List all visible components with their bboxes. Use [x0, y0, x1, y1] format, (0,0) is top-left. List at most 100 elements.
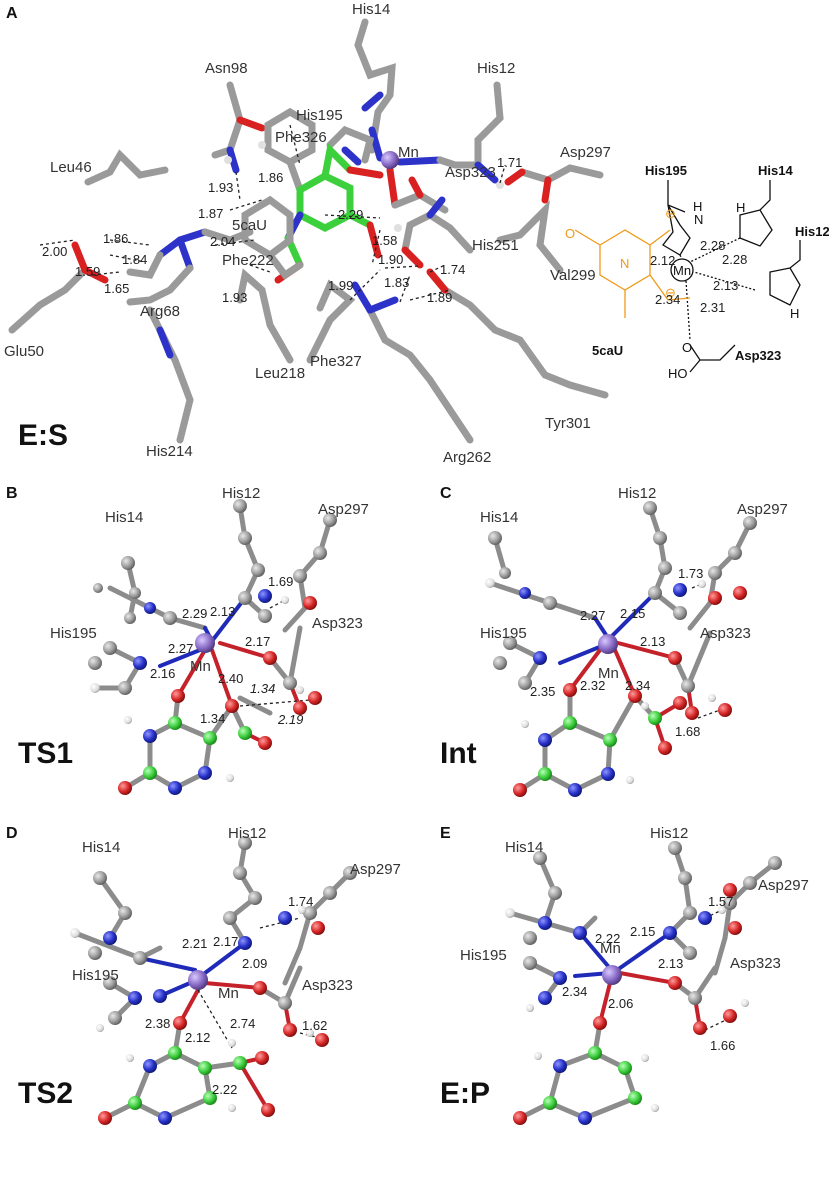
label-d-asp297: Asp297 — [350, 861, 401, 878]
label-leu46: Leu46 — [50, 159, 92, 176]
label-5cau: 5caU — [232, 217, 267, 234]
panel-b: B TS1 — [6, 485, 369, 795]
dist-a-6: 1.58 — [372, 233, 397, 248]
dist-d-4: 2.09 — [242, 956, 267, 971]
label-c-his195: His195 — [480, 625, 527, 642]
scheme-dist-2: 2.28 — [700, 238, 725, 253]
panel-letter-e: E — [440, 825, 451, 842]
label-e-his195: His195 — [460, 947, 507, 964]
dist-d-6: 2.12 — [185, 1030, 210, 1045]
state-label-ts2: TS2 — [18, 1077, 73, 1110]
dist-b-7: 2.40 — [218, 671, 243, 686]
dist-e-4: 2.13 — [658, 956, 683, 971]
dist-a-10: 2.00 — [42, 244, 67, 259]
label-his12: His12 — [477, 60, 515, 77]
ball-stick-d — [70, 836, 357, 1125]
dist-a-1: 1.93 — [208, 180, 233, 195]
label-his14: His14 — [352, 1, 390, 18]
label-d-asp323: Asp323 — [302, 977, 353, 994]
label-d-his12: His12 — [228, 825, 266, 842]
dist-e-2: 2.22 — [595, 931, 620, 946]
scheme-his14: His14 — [758, 163, 793, 178]
dist-a-8: 1.86 — [103, 231, 128, 246]
label-e-his12: His12 — [650, 825, 688, 842]
residue-labels-a: His14 Asn98 His12 His195 Phe326 Mn Asp29… — [4, 1, 611, 466]
label-arg262: Arg262 — [443, 449, 491, 466]
label-phe222: Phe222 — [222, 252, 274, 269]
dist-e-3: 2.15 — [630, 924, 655, 939]
dist-b-4: 2.17 — [245, 634, 270, 649]
dist-d-5: 2.38 — [145, 1016, 170, 1031]
scheme-h-2: H — [736, 200, 745, 215]
ball-stick-b — [88, 499, 337, 795]
distances-a: 1.93 1.86 1.71 1.87 2.29 1.58 2.04 1.86 … — [42, 155, 522, 305]
dist-b-1: 1.69 — [268, 574, 293, 589]
dist-c-6: 2.32 — [580, 678, 605, 693]
dist-c-2: 2.27 — [580, 608, 605, 623]
label-d-mn: Mn — [218, 985, 239, 1002]
scheme-mn: Mn — [673, 263, 691, 278]
dist-a-5: 2.29 — [338, 207, 363, 222]
label-e-mn: Mn — [600, 940, 621, 957]
label-b-his14: His14 — [105, 509, 143, 526]
scheme-dist-6: 2.31 — [700, 300, 725, 315]
label-e-asp323: Asp323 — [730, 955, 781, 972]
scheme-dist-3: 2.28 — [722, 252, 747, 267]
label-phe326: Phe326 — [275, 129, 327, 146]
panel-d: D TS2 — [6, 825, 401, 1125]
scheme-n-urac: N — [620, 256, 629, 271]
label-val299: Val299 — [550, 267, 596, 284]
scheme-dist-5: 2.34 — [655, 292, 680, 307]
dist-b-2: 2.29 — [182, 606, 207, 621]
scheme-charge-2: ⊖ — [665, 285, 676, 300]
dist-a-12: 1.65 — [104, 281, 129, 296]
label-e-asp297: Asp297 — [758, 877, 809, 894]
dist-a-13: 1.93 — [222, 290, 247, 305]
state-label-int: Int — [440, 737, 477, 770]
label-his251: His251 — [472, 237, 519, 254]
label-his195: His195 — [296, 107, 343, 124]
label-asp323: Asp323 — [445, 164, 496, 181]
label-c-asp297: Asp297 — [737, 501, 788, 518]
dist-e-5: 2.34 — [562, 984, 587, 999]
dist-a-15: 1.99 — [328, 278, 353, 293]
dist-b-8: 1.34 — [250, 681, 275, 696]
dist-b-5: 2.27 — [168, 641, 193, 656]
panel-c: C Int — [440, 485, 788, 797]
label-b-asp323: Asp323 — [312, 615, 363, 632]
label-b-mn: Mn — [190, 658, 211, 675]
label-e-his14: His14 — [505, 839, 543, 856]
label-c-his12: His12 — [618, 485, 656, 502]
panel-a: A E:S — [4, 1, 829, 466]
dist-e-7: 1.66 — [710, 1038, 735, 1053]
dist-c-7: 2.34 — [625, 678, 650, 693]
panel-letter-d: D — [6, 825, 18, 842]
state-label-ep: E:P — [440, 1077, 490, 1110]
label-c-asp323: Asp323 — [700, 625, 751, 642]
dist-a-16: 1.83 — [384, 275, 409, 290]
panel-letter-b: B — [6, 485, 18, 502]
label-glu50: Glu50 — [4, 343, 44, 360]
label-arg68: Arg68 — [140, 303, 180, 320]
dist-e-1: 1.57 — [708, 894, 733, 909]
label-d-his14: His14 — [82, 839, 120, 856]
ball-stick-c — [485, 501, 757, 797]
label-asp297: Asp297 — [560, 144, 611, 161]
label-c-his14: His14 — [480, 509, 518, 526]
state-label-ts1: TS1 — [18, 737, 73, 770]
dist-e-6: 2.06 — [608, 996, 633, 1011]
dist-d-1: 1.74 — [288, 894, 313, 909]
dist-a-7: 2.04 — [210, 234, 235, 249]
dist-c-8: 1.68 — [675, 724, 700, 739]
label-his214: His214 — [146, 443, 193, 460]
dist-b-6: 2.16 — [150, 666, 175, 681]
dist-a-4: 1.87 — [198, 206, 223, 221]
dist-a-11: 1.59 — [75, 264, 100, 279]
scheme-5cau: 5caU — [592, 343, 623, 358]
scheme-his12: His12 — [795, 224, 829, 239]
dist-a-18: 1.89 — [427, 290, 452, 305]
chem-scheme: Mn His195 H N His14 H His12 H O HO Asp32… — [565, 163, 829, 381]
scheme-dist-1: 2.12 — [650, 253, 675, 268]
panel-e: E E:P — [440, 825, 809, 1125]
